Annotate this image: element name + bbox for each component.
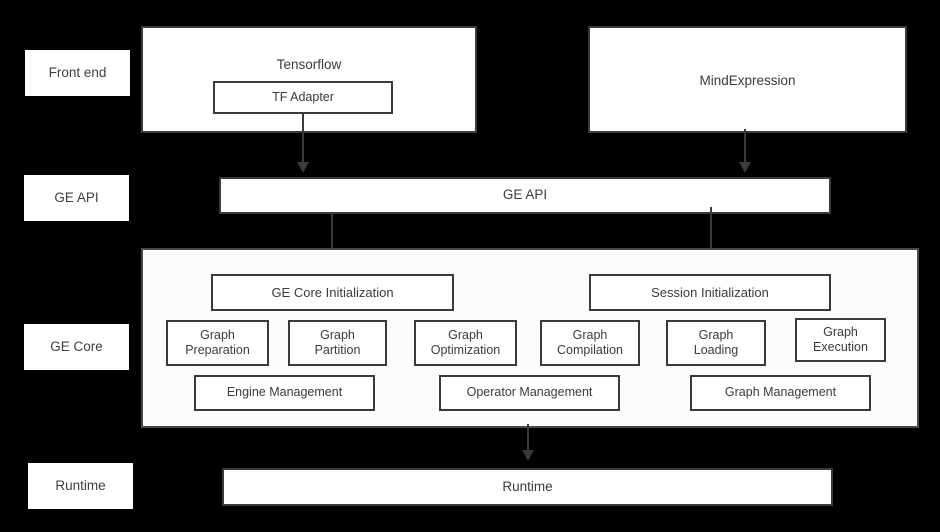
ge-api-bar[interactable]: GE API	[219, 177, 831, 214]
stage-label-ge-api: GE API	[24, 175, 129, 221]
operator-management-box[interactable]: Operator Management	[439, 375, 620, 411]
connector-mindexpression-to-ge-api	[744, 129, 746, 165]
runtime-bar[interactable]: Runtime	[222, 468, 833, 506]
graph-optimization-box[interactable]: Graph Optimization	[414, 320, 517, 366]
mindexpression-title: MindExpression	[699, 73, 796, 88]
graph-management-box[interactable]: Graph Management	[690, 375, 871, 411]
ge-core-initialization-box[interactable]: GE Core Initialization	[211, 274, 454, 311]
session-initialization-box[interactable]: Session Initialization	[589, 274, 831, 311]
graph-compilation-box[interactable]: Graph Compilation	[540, 320, 640, 366]
arrowhead-tf-adapter-to-ge-api	[297, 162, 309, 173]
stage-label-front-end: Front end	[25, 50, 130, 96]
arrowhead-ge-core-to-runtime	[522, 450, 534, 461]
graph-partition-box[interactable]: Graph Partition	[288, 320, 387, 366]
stage-label-ge-core: GE Core	[24, 324, 129, 370]
tensorflow-panel[interactable]: Tensorflow	[141, 26, 477, 133]
connector-ge-core-to-runtime	[527, 424, 529, 452]
engine-management-box[interactable]: Engine Management	[194, 375, 375, 411]
stage-label-runtime: Runtime	[28, 463, 133, 509]
connector-tf-adapter-to-ge-api	[302, 114, 304, 165]
mindexpression-panel[interactable]: MindExpression	[588, 26, 907, 133]
tensorflow-title: Tensorflow	[276, 57, 342, 72]
graph-loading-box[interactable]: Graph Loading	[666, 320, 766, 366]
graph-execution-box[interactable]: Graph Execution	[795, 318, 886, 362]
arrowhead-mindexpression-to-ge-api	[739, 162, 751, 173]
connector-ge-api-to-session-init	[710, 207, 712, 262]
graph-preparation-box[interactable]: Graph Preparation	[166, 320, 269, 366]
tf-adapter-box[interactable]: TF Adapter	[213, 81, 393, 114]
connector-ge-api-to-ge-core-init	[331, 214, 333, 262]
